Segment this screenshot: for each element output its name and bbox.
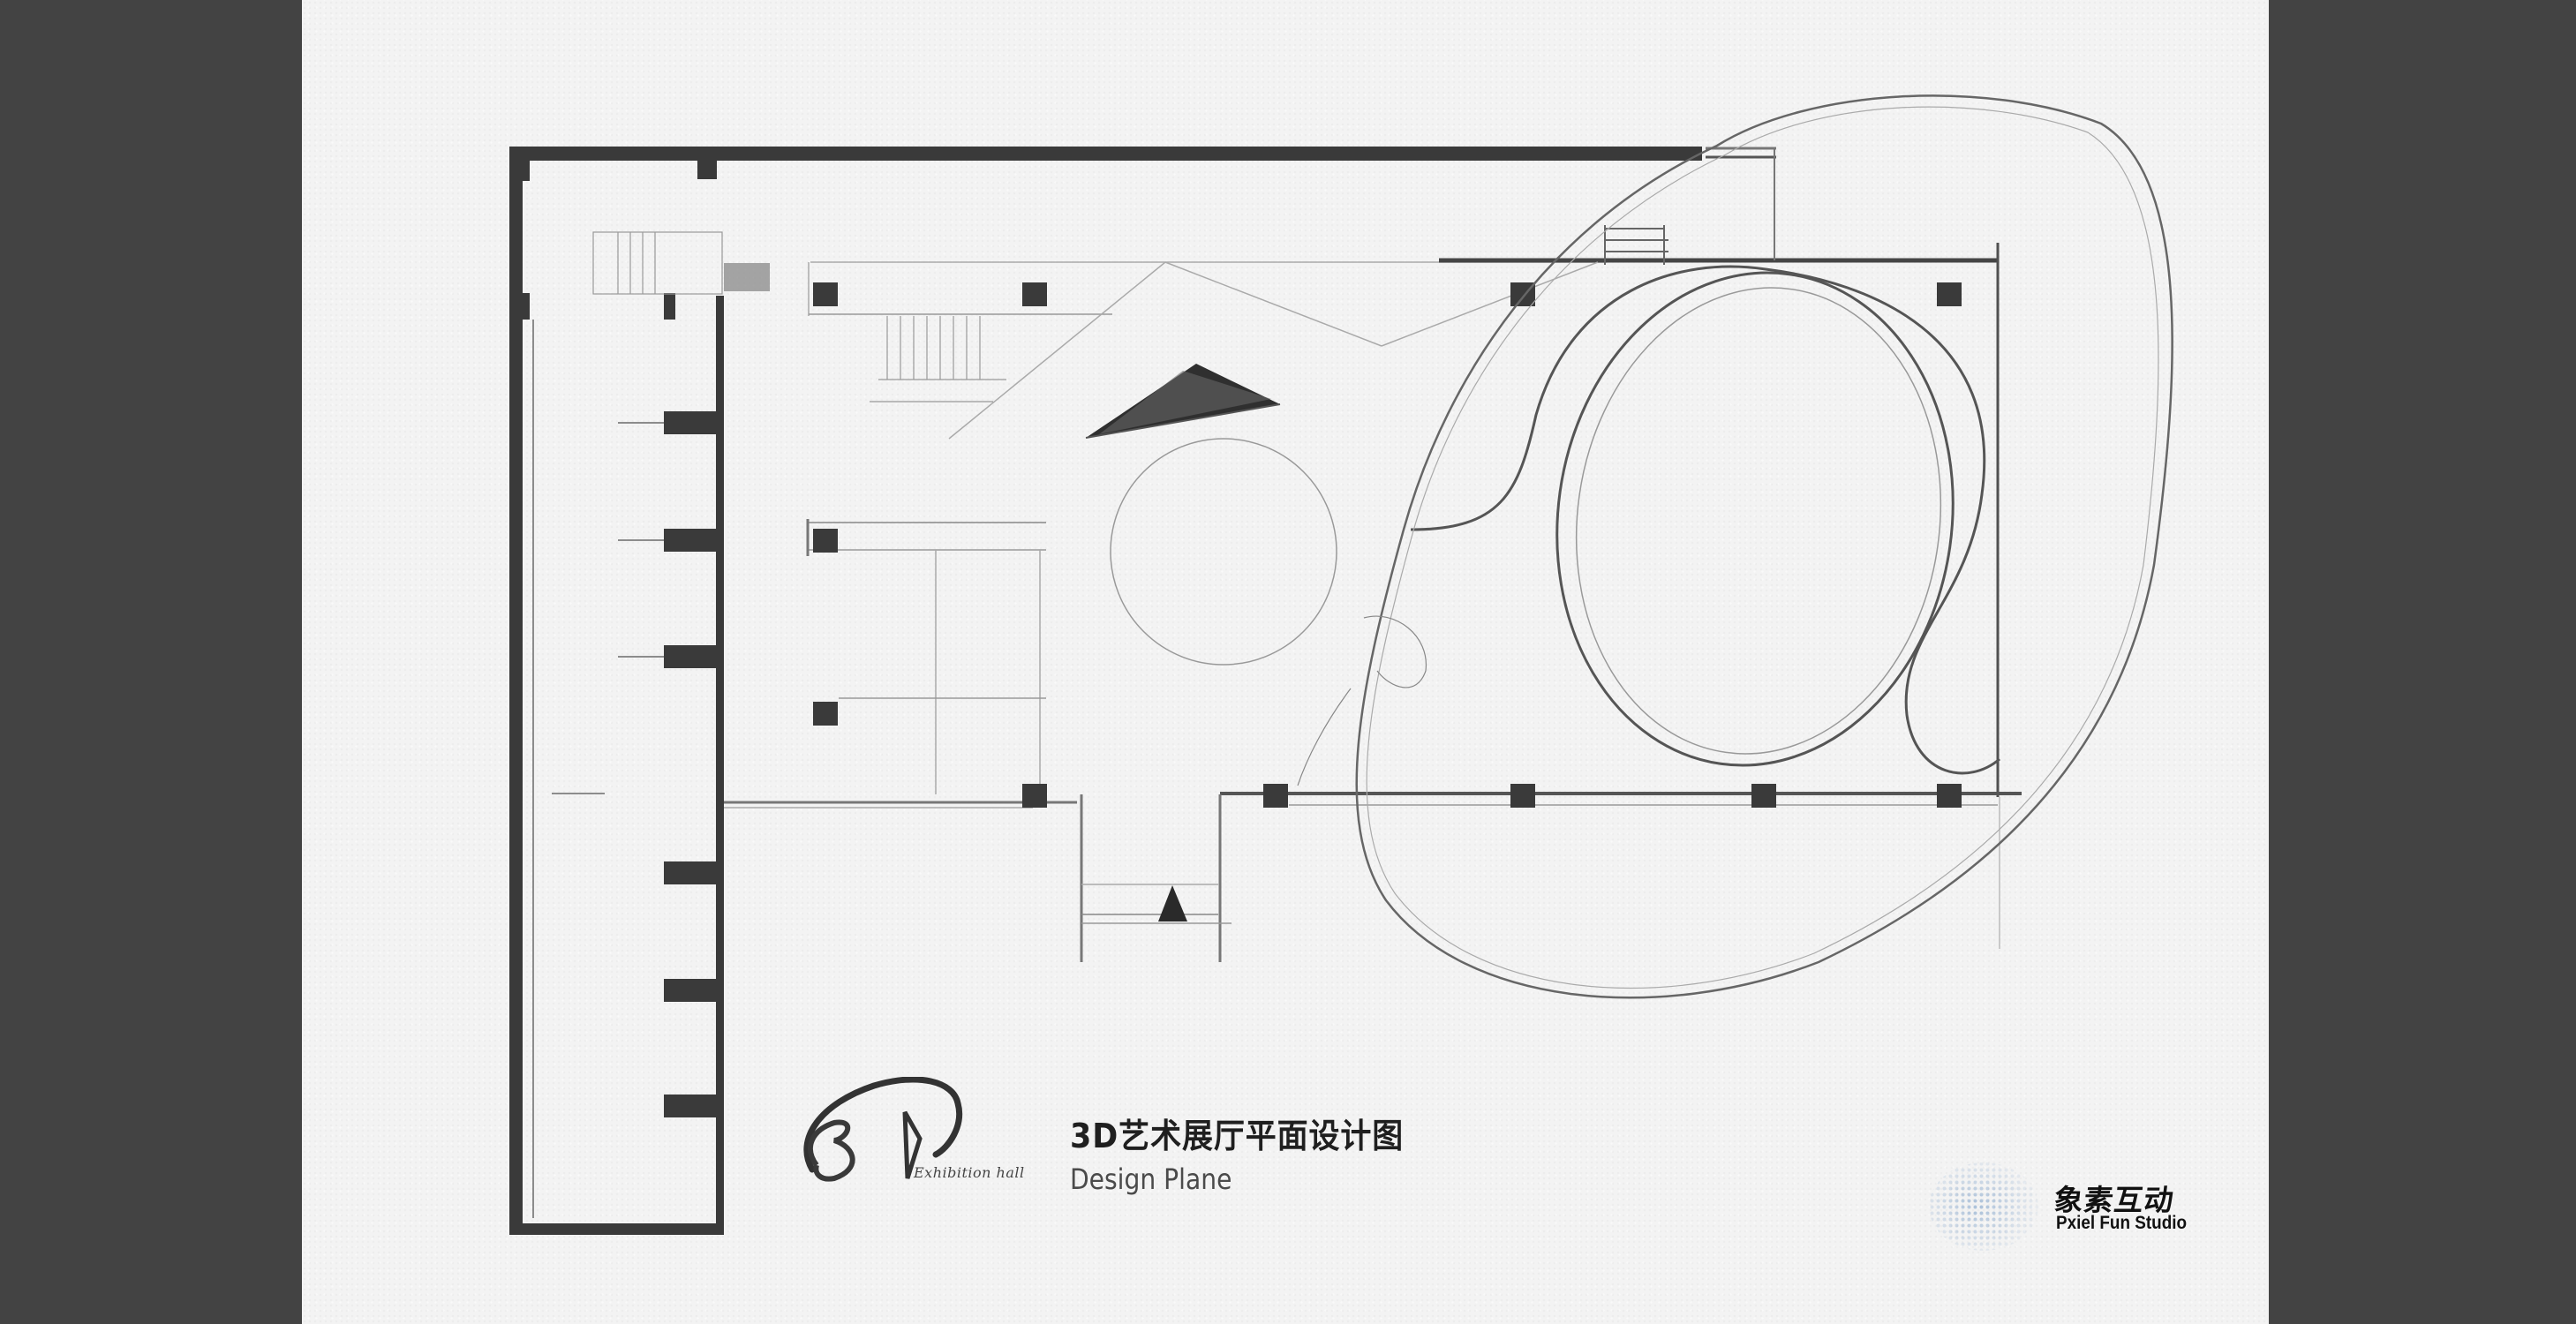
exhibition-logo [795, 1076, 1042, 1192]
stairs-west [870, 316, 1006, 402]
studio-brand: 象素互动 Pxiel Fun Studio [1929, 1161, 2220, 1253]
brush-3d-logo-icon [803, 1076, 962, 1182]
central-round-platform [1110, 438, 1337, 666]
halftone-dots-logo-icon [1929, 1161, 2061, 1253]
hatched-triangle-icon [1085, 364, 1281, 439]
logo-subtitle: Exhibition hall [914, 1164, 1025, 1181]
right-frame-band [2269, 0, 2576, 1324]
structural-columns [813, 282, 1962, 808]
oval-ring-installation [1410, 265, 2000, 775]
stairs-north [592, 231, 723, 295]
drawing-sheet [302, 0, 2269, 1324]
entrance-marker-icon [1158, 885, 1187, 922]
title-block: 3D艺术展厅平面设计图 Design Plane [1070, 1109, 1433, 1196]
studio-name-en: Pxiel Fun Studio [2056, 1213, 2188, 1233]
left-frame-band [0, 0, 302, 1324]
outer-curved-path [1297, 94, 2173, 999]
page-subtitle: Design Plane [1070, 1162, 1232, 1196]
thin-walls [532, 147, 2022, 1218]
page-title: 3D艺术展厅平面设计图 [1070, 1117, 1405, 1155]
outer-walls [509, 147, 1702, 1235]
hatched-square-icon [724, 263, 770, 291]
